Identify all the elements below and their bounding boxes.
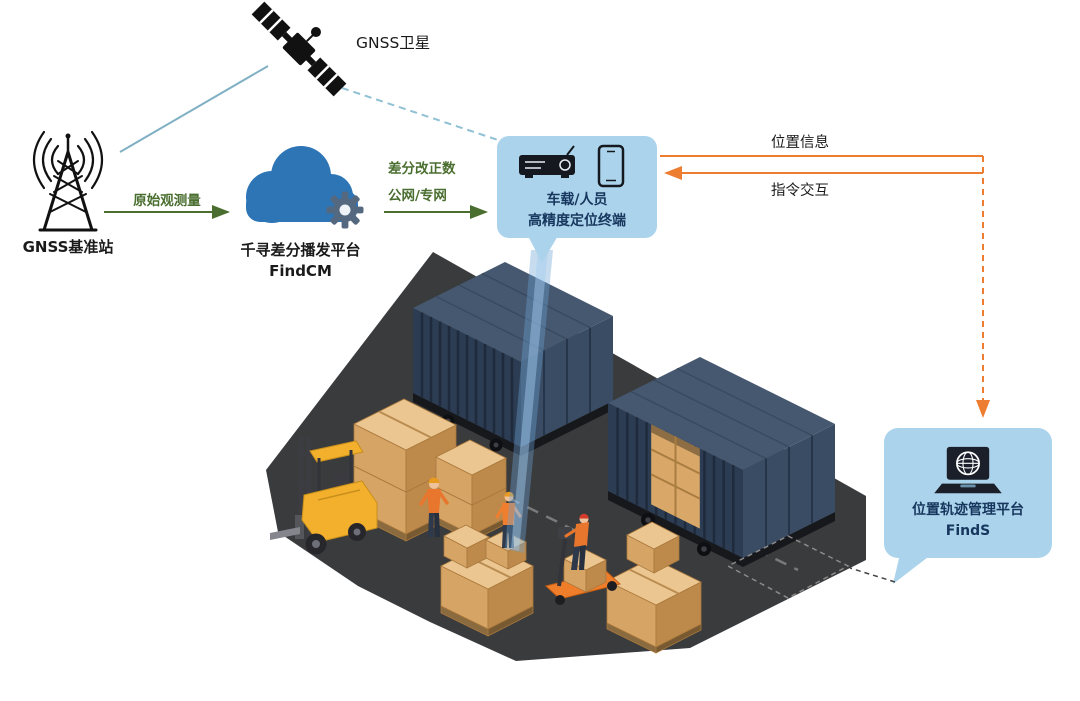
- terminal-bubble-tail: [527, 234, 559, 263]
- platform-bubble: 位置轨迹管理平台 FindS: [884, 428, 1052, 558]
- pallet-stack-3: [440, 524, 534, 637]
- gear-icon: [326, 191, 364, 229]
- dvr-icon: [519, 145, 575, 179]
- container-2: [608, 357, 835, 567]
- command-interaction-label: 指令交互: [771, 183, 829, 199]
- satellite-icon: [251, 1, 347, 97]
- pallet-jack: [544, 527, 622, 605]
- correction-label: 差分改正数 公网/专网: [388, 156, 456, 210]
- forklift: [270, 437, 378, 555]
- satellite-to-base-line: [119, 65, 269, 153]
- laptop-globe-icon: [934, 447, 1002, 494]
- worker-3: [564, 513, 589, 570]
- pallet-stack-4: [606, 521, 702, 654]
- worker-1: [419, 477, 449, 537]
- terminal-bubble: 车载/人员 高精度定位终端: [497, 136, 657, 238]
- dvr-and-smartphone-icon: [519, 144, 625, 188]
- container-1: [413, 262, 613, 456]
- terminal-label-line1: 车载/人员: [546, 192, 608, 209]
- positioning-beam: [505, 250, 553, 553]
- platform-name-label: 位置轨迹管理平台: [912, 502, 1024, 519]
- platform-product-label: FindS: [945, 523, 991, 539]
- positioning-beam-core: [511, 250, 548, 551]
- correction-label-line1: 差分改正数: [388, 161, 456, 177]
- scene-dashed-zone: [726, 535, 850, 599]
- container-2-open-door: [650, 424, 701, 529]
- warehouse-scene: [266, 252, 866, 661]
- cloud-platform-name: 千寻差分播发平台: [240, 241, 361, 259]
- cloud-icon: [246, 146, 364, 229]
- radio-tower-icon: [33, 130, 103, 232]
- cloud-platform-label: 千寻差分播发平台 FindCM: [213, 240, 388, 282]
- platform-bubble-tail: [893, 554, 932, 584]
- smartphone-icon: [597, 144, 625, 188]
- platform-to-scene-dashed-line: [849, 567, 896, 583]
- base-station-label: GNSS基准站: [22, 238, 114, 256]
- correction-label-line2: 公网/专网: [388, 188, 447, 204]
- raw-observation-label: 原始观测量: [133, 193, 201, 209]
- globe-icon: [956, 451, 980, 476]
- satellite-label: GNSS卫星: [356, 34, 431, 52]
- satellite-to-terminal-dashed-line: [341, 87, 505, 143]
- position-info-label: 位置信息: [771, 135, 829, 151]
- terminal-label-line2: 高精度定位终端: [528, 213, 626, 229]
- cloud-platform-product: FindCM: [269, 262, 332, 280]
- worker-2: [495, 491, 522, 548]
- pallet-stack-2: [435, 439, 507, 542]
